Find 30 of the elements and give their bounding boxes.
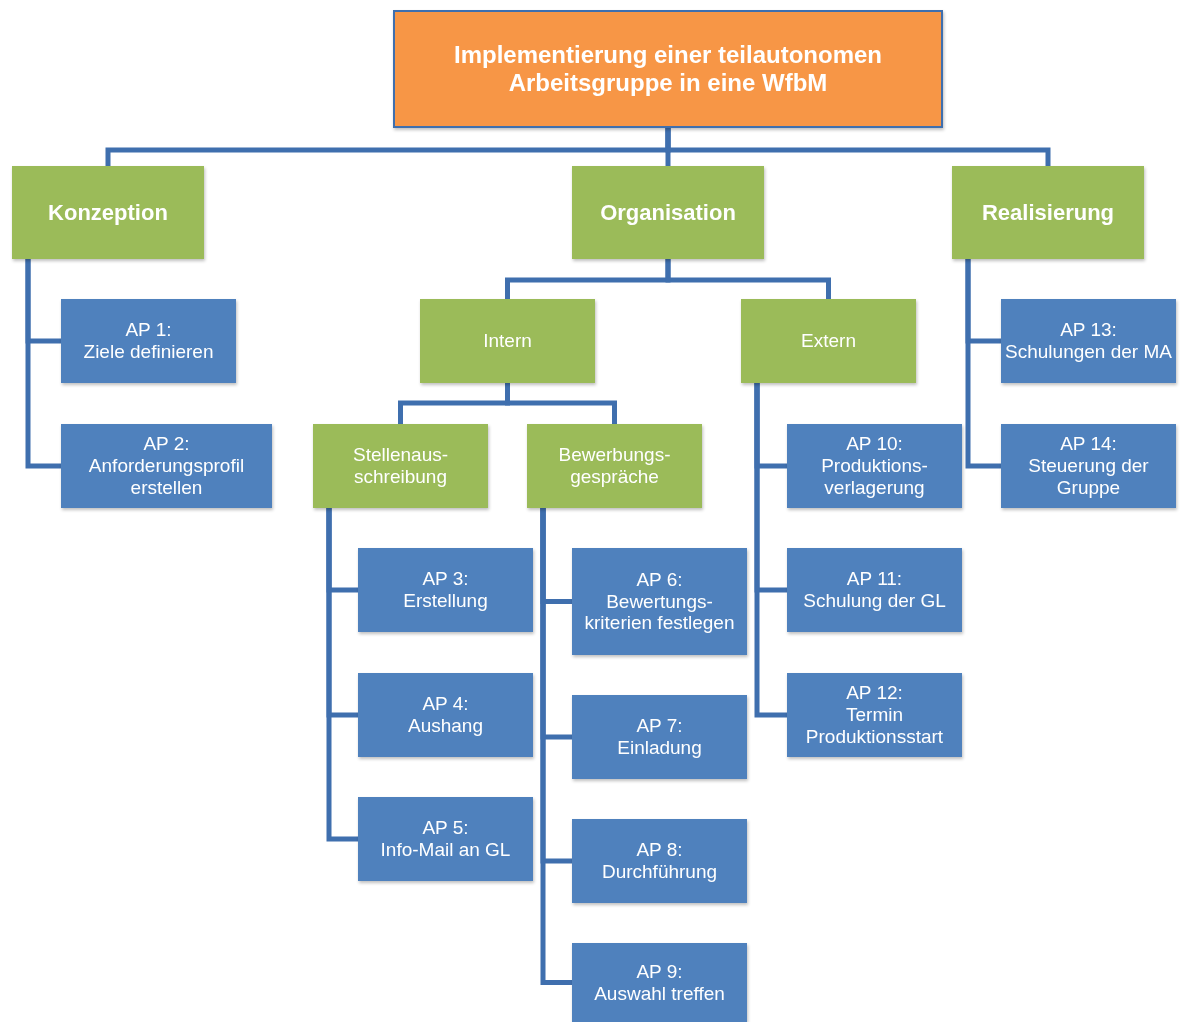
connector-line	[25, 259, 61, 469]
work-package-box: AP 6: Bewertungs- kriterien festlegen	[572, 548, 747, 655]
connector-line	[326, 508, 358, 842]
title-box: Implementierung einer teilautonomen Arbeitsgruppe in eine WfbM	[393, 10, 943, 128]
work-package-box: AP 4: Aushang	[358, 673, 533, 757]
work-package-box: AP 13: Schulungen der MA	[1001, 299, 1176, 383]
phase-box: Realisierung	[952, 166, 1144, 259]
category-box: Extern	[741, 299, 916, 383]
work-package-box: AP 8: Durchführung	[572, 819, 747, 903]
category-box: Stellenaus- schreibung	[313, 424, 488, 508]
work-package-box: AP 3: Erstellung	[358, 548, 533, 632]
connector-line	[965, 259, 1001, 469]
connector-line	[540, 508, 572, 985]
work-package-box: AP 12: Termin Produktionsstart	[787, 673, 962, 757]
phase-box: Konzeption	[12, 166, 204, 259]
work-package-box: AP 7: Einladung	[572, 695, 747, 779]
category-box: Bewerbungs- gespräche	[527, 424, 702, 508]
work-package-box: AP 5: Info-Mail an GL	[358, 797, 533, 881]
work-package-box: AP 2: Anforderungsprofil erstellen	[61, 424, 272, 508]
phase-box: Organisation	[572, 166, 764, 259]
connector-line	[505, 383, 617, 424]
work-package-box: AP 10: Produktions- verlagerung	[787, 424, 962, 508]
work-package-box: AP 1: Ziele definieren	[61, 299, 236, 383]
connector-line	[665, 128, 1051, 166]
work-package-box: AP 14: Steuerung der Gruppe	[1001, 424, 1176, 508]
connector-line	[665, 259, 831, 299]
work-package-box: AP 9: Auswahl treffen	[572, 943, 747, 1022]
connector-line	[754, 383, 787, 718]
category-box: Intern	[420, 299, 595, 383]
work-package-box: AP 11: Schulung der GL	[787, 548, 962, 632]
